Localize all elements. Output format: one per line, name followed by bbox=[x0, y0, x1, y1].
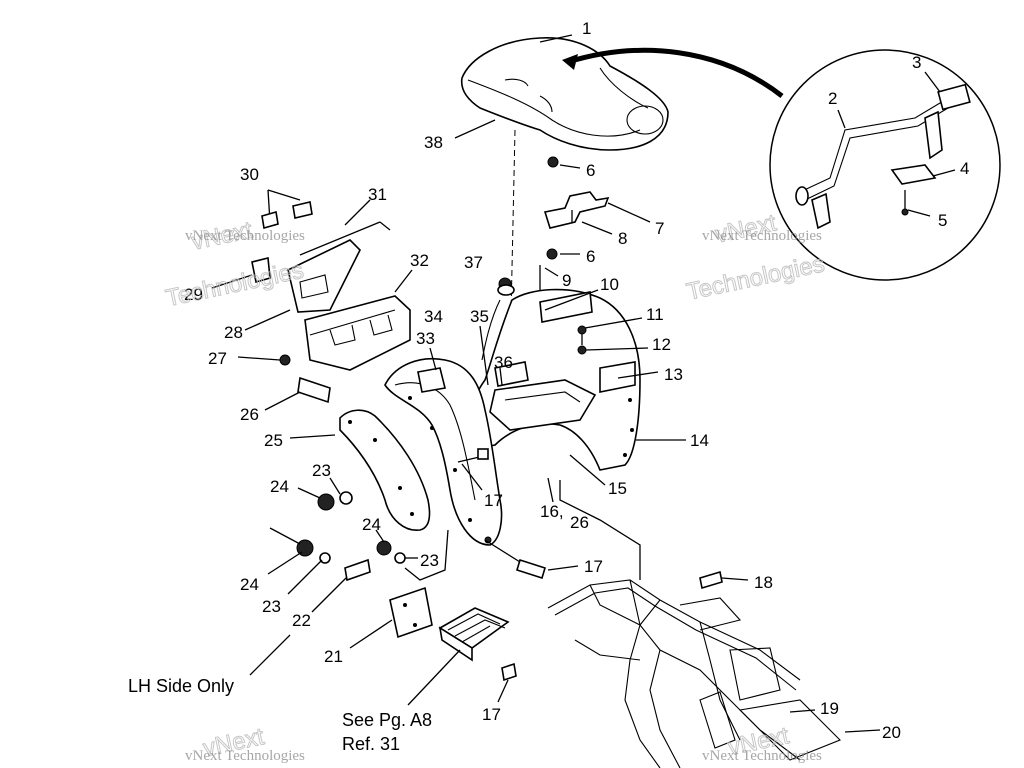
label-9: 9 bbox=[562, 271, 571, 290]
lh-side-note: LH Side Only bbox=[128, 676, 234, 696]
label-2: 2 bbox=[828, 89, 837, 108]
label-8: 8 bbox=[618, 229, 627, 248]
frame-part[interactable] bbox=[547, 570, 841, 768]
watermark-small-bottom-right: vNext Technologies bbox=[702, 748, 822, 764]
seat-latch-part[interactable] bbox=[795, 83, 971, 230]
label-17c: 17 bbox=[482, 705, 501, 724]
label-28: 28 bbox=[224, 323, 243, 342]
label-22: 22 bbox=[292, 611, 311, 630]
label-3: 3 bbox=[912, 53, 921, 72]
label-7: 7 bbox=[655, 219, 664, 238]
tool-box-part[interactable] bbox=[287, 221, 411, 371]
label-37: 37 bbox=[464, 253, 483, 272]
mud-flap-part[interactable] bbox=[339, 409, 431, 531]
label-38: 38 bbox=[424, 133, 443, 152]
label-32: 32 bbox=[410, 251, 429, 270]
label-19: 19 bbox=[820, 699, 839, 718]
label-34: 34 bbox=[424, 307, 443, 326]
label-21: 21 bbox=[324, 647, 343, 666]
label-16: 16, bbox=[540, 502, 564, 521]
watermark-line2: Technologies bbox=[163, 257, 306, 313]
label-35: 35 bbox=[470, 307, 489, 326]
part-labels: 1 38 2 3 4 5 6 7 8 6 9 37 10 11 12 13 14… bbox=[184, 19, 969, 742]
label-11: 11 bbox=[646, 305, 664, 324]
label-26b: 26 bbox=[570, 513, 589, 532]
label-23b: 23 bbox=[420, 551, 439, 570]
label-15: 15 bbox=[608, 479, 627, 498]
label-4: 4 bbox=[960, 159, 969, 178]
label-24b: 24 bbox=[362, 515, 381, 534]
watermark-small-bottom-left: vNext Technologies bbox=[185, 748, 305, 764]
label-5: 5 bbox=[938, 211, 947, 230]
label-20: 20 bbox=[882, 723, 901, 742]
watermark-small-right: vNext Technologies bbox=[702, 228, 822, 244]
detail-view-circle bbox=[769, 49, 1001, 281]
label-24a: 24 bbox=[270, 477, 289, 496]
fender-bolt-part[interactable] bbox=[457, 448, 489, 463]
label-14: 14 bbox=[690, 431, 709, 450]
footrest-bolt-part[interactable] bbox=[501, 662, 517, 682]
seat-bracket-part[interactable] bbox=[539, 156, 610, 290]
label-13: 13 bbox=[664, 365, 683, 384]
label-27: 27 bbox=[208, 349, 227, 368]
nut-27-part[interactable] bbox=[279, 354, 291, 366]
label-26: 26 bbox=[240, 405, 259, 424]
decal-26-part[interactable] bbox=[297, 376, 331, 404]
label-33: 33 bbox=[416, 329, 435, 348]
watermark-line2-right: Technologies bbox=[684, 250, 827, 306]
label-17b: 17 bbox=[584, 557, 603, 576]
label-6a: 6 bbox=[586, 161, 595, 180]
watermark-group-left: vNext Technologies bbox=[163, 216, 307, 313]
label-10: 10 bbox=[600, 275, 619, 294]
label-23a: 23 bbox=[312, 461, 331, 480]
label-29: 29 bbox=[184, 285, 203, 304]
clip-part[interactable] bbox=[251, 201, 313, 284]
reference-note: Ref. 31 bbox=[342, 734, 400, 754]
watermark-small-left: vNext Technologies bbox=[185, 228, 305, 244]
label-6b: 6 bbox=[586, 247, 595, 266]
label-24c: 24 bbox=[240, 575, 259, 594]
footrest-part[interactable] bbox=[438, 607, 510, 662]
mount-bracket-part[interactable] bbox=[344, 558, 433, 639]
washer-nut-group[interactable] bbox=[296, 491, 406, 564]
label-31: 31 bbox=[368, 185, 387, 204]
label-30: 30 bbox=[240, 165, 259, 184]
label-18: 18 bbox=[754, 573, 773, 592]
label-25: 25 bbox=[264, 431, 283, 450]
label-1: 1 bbox=[582, 19, 591, 38]
label-36: 36 bbox=[494, 353, 513, 372]
watermark-group-right: vNext Technologies bbox=[684, 209, 828, 306]
lower-bolt-part[interactable] bbox=[516, 558, 546, 580]
see-page-note: See Pg. A8 bbox=[342, 710, 432, 730]
label-12: 12 bbox=[652, 335, 671, 354]
seat-part[interactable] bbox=[460, 37, 669, 151]
label-17a: 17 bbox=[484, 491, 503, 510]
rear-fender-part[interactable] bbox=[467, 277, 641, 471]
label-23c: 23 bbox=[262, 597, 281, 616]
left-fender-part[interactable] bbox=[384, 358, 503, 546]
